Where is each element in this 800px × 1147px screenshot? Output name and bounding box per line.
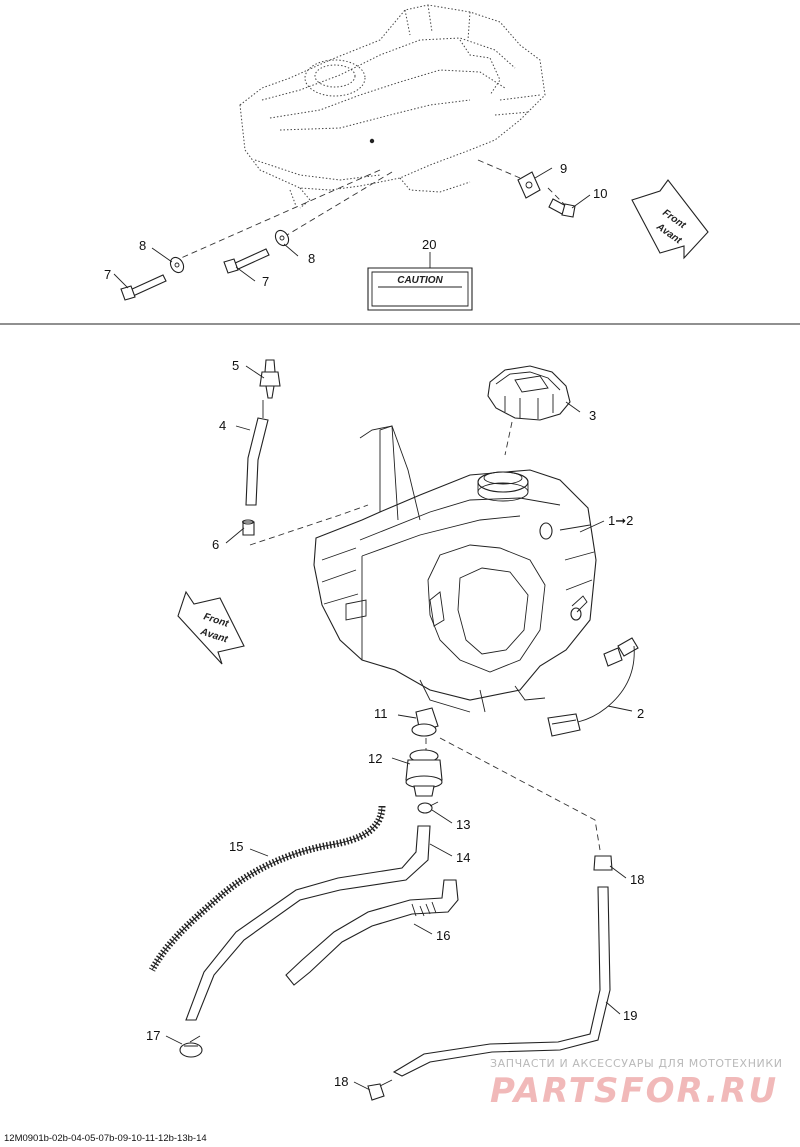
washer-8-left bbox=[169, 256, 185, 274]
screw-7-right bbox=[223, 248, 270, 274]
fitting-11 bbox=[411, 707, 439, 737]
hose-14 bbox=[185, 825, 431, 1021]
front-arrow-top: Front Avant bbox=[631, 179, 709, 260]
washer-8-right bbox=[274, 229, 290, 247]
screw-10 bbox=[548, 198, 576, 218]
vent-valve-5 bbox=[259, 359, 281, 399]
callout-10: 10 bbox=[593, 186, 607, 201]
callout-13: 13 bbox=[456, 817, 470, 832]
filler-neck bbox=[477, 471, 529, 502]
callout-3: 3 bbox=[589, 408, 596, 423]
caution-label-text: CAUTION bbox=[397, 275, 443, 286]
clamp-17 bbox=[179, 1035, 203, 1058]
callout-12: 12 bbox=[368, 751, 382, 766]
callout-19: 19 bbox=[623, 1008, 637, 1023]
callout-14: 14 bbox=[456, 850, 470, 865]
callout-9: 9 bbox=[560, 161, 567, 176]
fuel-tank bbox=[313, 425, 597, 713]
callout-17: 17 bbox=[146, 1028, 160, 1043]
watermark-tagline: ЗАПЧАСТИ И АКСЕССУАРЫ ДЛЯ МОТОТЕХНИКИ bbox=[490, 1057, 783, 1070]
callout-2: 2 bbox=[637, 706, 644, 721]
callout-4: 4 bbox=[219, 418, 226, 433]
callout-18-lower: 18 bbox=[334, 1074, 348, 1089]
callout-6: 6 bbox=[212, 537, 219, 552]
front-arrow-middle: Front Avant bbox=[177, 590, 245, 665]
diagram-reference-code: 12M0901b-02b-04-05-07b-09-10-11-12b-13b-… bbox=[4, 1133, 207, 1144]
callout-18-upper: 18 bbox=[630, 872, 644, 887]
hose-19 bbox=[392, 886, 611, 1077]
callout-11: 11 bbox=[374, 706, 388, 721]
vent-hose-4 bbox=[245, 400, 269, 506]
callout-7-left: 7 bbox=[104, 267, 111, 282]
callout-20: 20 bbox=[422, 237, 436, 252]
clamp-13 bbox=[417, 801, 439, 814]
callout-15: 15 bbox=[229, 839, 243, 854]
watermark-logo: PARTSFOR.RU bbox=[490, 1071, 778, 1111]
washer-9 bbox=[517, 171, 541, 199]
callout-8-right: 8 bbox=[308, 251, 315, 266]
clip-6 bbox=[242, 519, 255, 536]
callout-8-left: 8 bbox=[139, 238, 146, 253]
hose-16 bbox=[285, 879, 459, 986]
clamp-18-upper bbox=[593, 855, 613, 871]
fitting-12 bbox=[405, 749, 443, 797]
callout-16: 16 bbox=[436, 928, 450, 943]
callout-1-to-2: 1➞2 bbox=[608, 513, 633, 528]
caution-label-20: CAUTION bbox=[367, 267, 473, 311]
fuel-tank-assembly-top bbox=[239, 4, 546, 209]
clamp-18-lower bbox=[367, 1079, 393, 1101]
screw-7-left bbox=[120, 274, 167, 301]
tank-fitting bbox=[539, 522, 588, 621]
fuel-sensor-wire-2 bbox=[547, 637, 639, 737]
callout-5: 5 bbox=[232, 358, 239, 373]
hose-15-spring bbox=[148, 805, 386, 972]
fuel-cap-3 bbox=[487, 365, 571, 421]
callout-7-right: 7 bbox=[262, 274, 269, 289]
